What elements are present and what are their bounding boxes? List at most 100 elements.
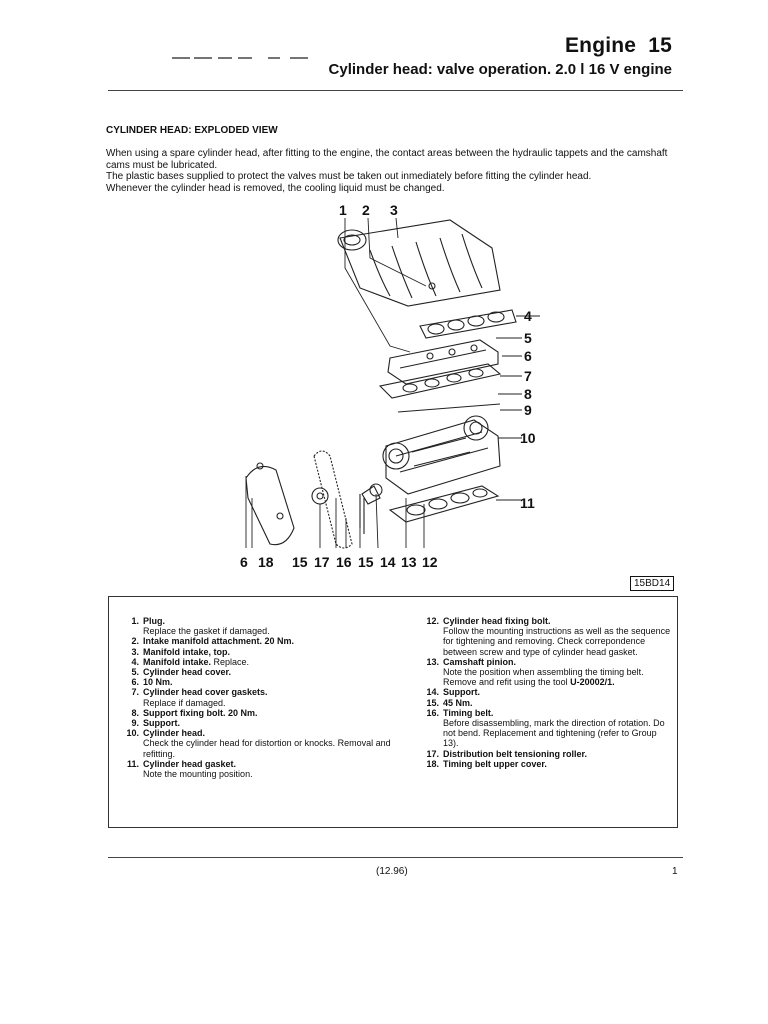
page-subtitle: Cylinder head: valve operation. 2.0 l 16… — [328, 61, 672, 78]
legend-item: 2. Intake manifold attachment. 20 Nm. — [121, 636, 411, 646]
cylinder-head-cover — [387, 339, 499, 385]
legend-item-number: 8. — [131, 707, 139, 718]
footer-divider — [108, 857, 683, 858]
header-dashes — [172, 57, 308, 59]
legend-item-number: 16. — [426, 707, 439, 718]
legend-item-note-text: Note the position when assembling the ti… — [443, 667, 644, 688]
legend-item-note: Check the cylinder head for distortion o… — [143, 738, 391, 759]
callout-label: 11 — [520, 495, 535, 511]
head-gasket — [388, 485, 500, 523]
callout-label: 15 — [358, 554, 374, 570]
legend-item-number: 13. — [426, 656, 439, 667]
legend-item-label: Cylinder head cover gaskets. — [143, 687, 268, 698]
legend-item-label: Support fixing bolt. 20 Nm. — [143, 707, 258, 718]
legend-item-label: 45 Nm. — [443, 697, 473, 708]
legend-item: 1. Plug.Replace the gasket if damaged. — [121, 616, 411, 636]
page-number: 1 — [672, 866, 678, 877]
legend-item-label: Manifold intake. — [143, 656, 212, 667]
legend-column-left: 1. Plug.Replace the gasket if damaged. 2.… — [121, 616, 411, 779]
legend-item: 11. Cylinder head gasket.Note the mountin… — [121, 759, 411, 779]
callout-label: 12 — [422, 554, 438, 570]
legend-item: 7. Cylinder head cover gaskets.Replace if… — [121, 687, 411, 707]
tensioning-roller — [311, 487, 329, 505]
legend-item-number: 18. — [426, 758, 439, 769]
callout-label: 6 — [524, 348, 532, 364]
legend-item: 16. Timing belt.Before disassembling, mar… — [421, 708, 671, 749]
legend-item: 13. Camshaft pinion.Note the position whe… — [421, 657, 671, 688]
legend-item-label: Intake manifold attachment. 20 Nm. — [143, 636, 295, 647]
legend-item-note: Replace the gasket if damaged. — [143, 626, 270, 637]
legend-item-label: Cylinder head. — [143, 728, 206, 739]
callout-label: 6 — [240, 554, 248, 570]
legend-item: 15. 45 Nm. — [421, 698, 671, 708]
intake-manifold-top — [337, 219, 501, 307]
legend-item: 18.Timing belt upper cover. — [421, 759, 671, 769]
legend-item-number: 4. — [131, 656, 139, 667]
callout-label: 10 — [520, 430, 536, 446]
parts-legend: 1. Plug.Replace the gasket if damaged. 2.… — [108, 596, 678, 828]
legend-item-label: Camshaft pinion. — [443, 656, 517, 667]
callout-label: 1 — [339, 202, 347, 218]
legend-item: 6. 10 Nm. — [121, 677, 411, 687]
callout-label: 17 — [314, 554, 330, 570]
section-title: CYLINDER HEAD: EXPLODED VIEW — [106, 125, 278, 136]
leader-lines — [245, 217, 540, 549]
legend-item-label: 10 Nm. — [143, 677, 173, 688]
intro-line: The plastic bases supplied to protect th… — [106, 171, 592, 182]
legend-item-label: Manifold intake, top. — [143, 646, 230, 657]
manifold-gasket — [419, 309, 517, 339]
legend-item-number: 1. — [131, 616, 139, 626]
callout-label: 15 — [292, 554, 308, 570]
callout-label: 5 — [524, 330, 532, 346]
legend-item-number: 12. — [426, 616, 439, 626]
legend-item: 3. Manifold intake, top. — [121, 647, 411, 657]
legend-item-number: 10. — [126, 728, 139, 739]
callout-label: 13 — [401, 554, 417, 570]
callout-label: 14 — [380, 554, 396, 570]
legend-item-number: 9. — [131, 718, 139, 729]
legend-item: 8. Support fixing bolt. 20 Nm. — [121, 708, 411, 718]
legend-item-note: Replace. — [213, 656, 250, 667]
legend-item-label: Cylinder head gasket. — [143, 758, 237, 769]
legend-item-label: Distribution belt tensioning roller. — [443, 748, 588, 759]
cylinder-head — [382, 415, 501, 495]
legend-item-note: Note the mounting position. — [143, 769, 253, 780]
timing-belt-cover — [245, 462, 295, 546]
legend-item-label: Support. — [443, 687, 480, 698]
legend-item: 4. Manifold intake. Replace. — [121, 657, 411, 667]
legend-item: 14. Support. — [421, 687, 671, 697]
header-divider — [108, 90, 683, 91]
callout-label: 16 — [336, 554, 352, 570]
legend-item-label: Support. — [143, 718, 180, 729]
legend-item: 12.Cylinder head fixing bolt.Follow the … — [421, 616, 671, 657]
callout-label: 9 — [524, 402, 532, 418]
intro-line: When using a spare cylinder head, after … — [106, 148, 668, 171]
tool-reference: U-20002/1. — [570, 677, 615, 688]
legend-item-number: 14. — [426, 687, 439, 698]
legend-item-note: Before disassembling, mark the direction… — [443, 718, 665, 749]
legend-item: 9. Support. — [121, 718, 411, 728]
callout-label: 7 — [524, 368, 532, 384]
callout-label: 2 — [362, 202, 370, 218]
legend-item-note: Replace if damaged. — [143, 697, 226, 708]
legend-item-number: 2. — [131, 636, 139, 647]
legend-item-number: 15. — [426, 697, 439, 708]
legend-item-number: 6. — [131, 677, 139, 688]
legend-item-label: Cylinder head fixing bolt. — [443, 616, 551, 626]
legend-item-label: Timing belt. — [443, 707, 494, 718]
legend-column-right: 12.Cylinder head fixing bolt.Follow the … — [421, 616, 671, 769]
legend-item-label: Plug. — [143, 616, 165, 626]
callout-label: 4 — [524, 308, 532, 324]
legend-item-number: 7. — [131, 687, 139, 698]
callout-label: 8 — [524, 386, 532, 402]
callout-label: 3 — [390, 202, 398, 218]
legend-item-number: 5. — [131, 667, 139, 678]
legend-item-number: 17. — [426, 748, 439, 759]
exploded-view-diagram: 1 2 3 4 5 6 7 8 9 10 11 6 18 15 17 16 15… — [240, 202, 540, 570]
callout-label: 18 — [258, 554, 274, 570]
page-title: Engine 15 — [564, 34, 672, 57]
legend-item-note: Note the position when assembling the ti… — [443, 667, 671, 687]
legend-item-number: 11. — [126, 758, 139, 769]
legend-item-number: 3. — [131, 646, 139, 657]
intro-text: When using a spare cylinder head, after … — [106, 148, 686, 194]
